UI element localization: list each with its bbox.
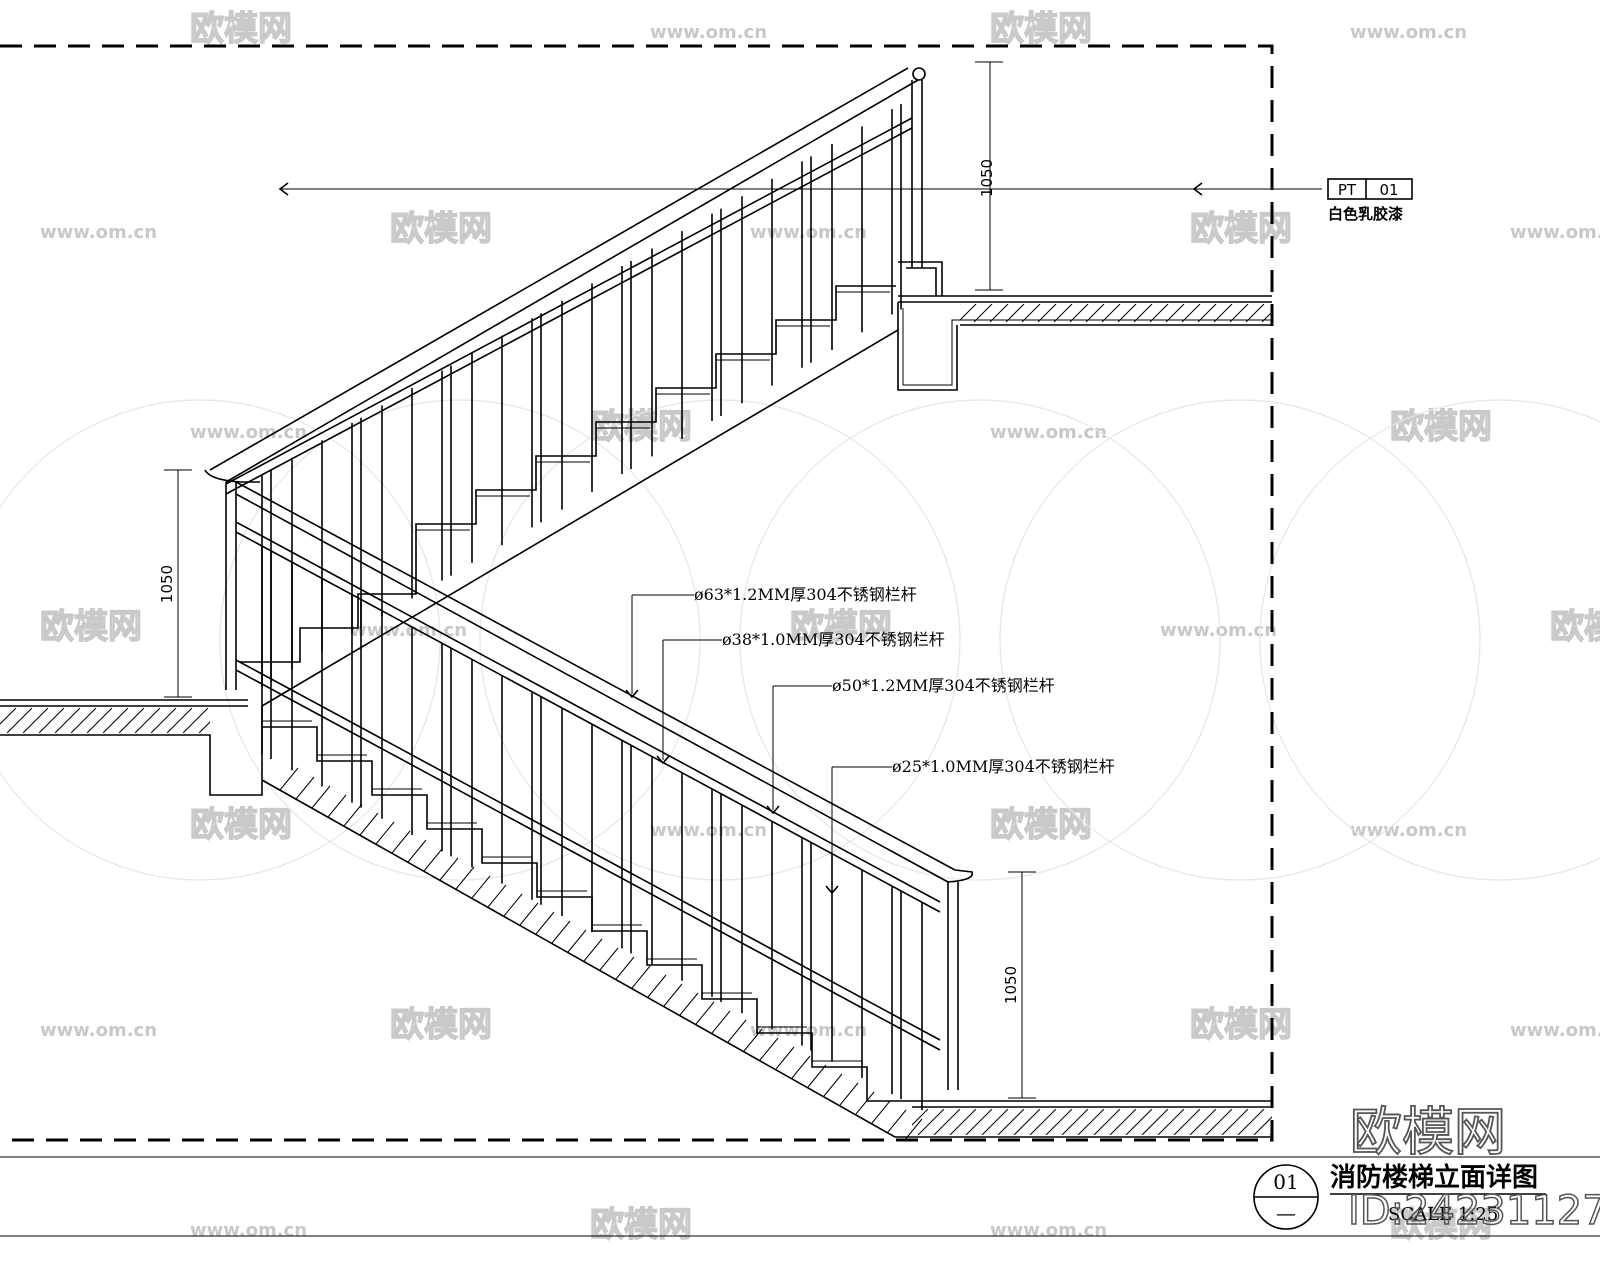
title-block: 01 — 消防楼梯立面详图 SCALE 1:25: [0, 1156, 1600, 1237]
dimension-upper: 1050: [975, 61, 1003, 291]
watermark-url: www.om.cn: [750, 222, 867, 243]
callout-rail-25-text: ø25*1.0MM厚304不锈钢栏杆: [892, 757, 1115, 776]
mid-slab-hatch: [0, 708, 210, 733]
lower-stair-flight: [261, 720, 912, 1138]
watermark-url: www.om.cn: [1160, 620, 1277, 641]
dimension-lower: 1050: [1002, 871, 1036, 1099]
callout-rail-38-text: ø38*1.0MM厚304不锈钢栏杆: [722, 630, 945, 649]
watermark-url: www.om.cn: [650, 22, 767, 43]
lower-baluster-set: [261, 546, 923, 1111]
watermark-url: www.om.cn: [40, 1020, 157, 1041]
callout-rail-63-text: ø63*1.2MM厚304不锈钢栏杆: [694, 585, 917, 604]
finish-tag: PT 01 白色乳胶漆: [1327, 178, 1413, 223]
watermark-url: www.om.cn: [990, 1220, 1107, 1241]
watermark-url: www.om.cn: [190, 1220, 307, 1241]
watermark-logo: 欧模网: [1390, 407, 1492, 447]
watermark-arc: [0, 399, 441, 881]
upper-stair-flight: [240, 285, 899, 707]
watermark-url: www.om.cn: [1510, 1020, 1600, 1041]
watermark-layer: 欧模网欧模网欧模网欧模网欧模网欧模网欧模网欧模网欧模网欧模网欧模网欧模网欧模网欧…: [0, 8, 1600, 1246]
brand-watermark-text: 欧模网: [1350, 1103, 1506, 1163]
callout-rail-63: ø63*1.2MM厚304不锈钢栏杆: [625, 585, 917, 699]
watermark-logo: 欧模网: [40, 607, 142, 647]
watermark-url: www.om.cn: [40, 222, 157, 243]
callout-rail-50-text: ø50*1.2MM厚304不锈钢栏杆: [832, 676, 1055, 695]
lower-flight-hatch-lines: [279, 767, 923, 1142]
upper-handrail: [209, 67, 926, 495]
upper-slab-hatch: [960, 304, 1272, 322]
upper-flight-nosings: [416, 291, 890, 531]
lower-handrail: [235, 481, 974, 1090]
watermark-logo: 欧模网: [1190, 1005, 1292, 1045]
lower-flight-soffit: [261, 779, 896, 1138]
upper-slab-lines: [960, 304, 1272, 322]
drawing-title: 消防楼梯立面详图: [1330, 1162, 1538, 1193]
watermark-logo: 欧模网: [990, 805, 1092, 845]
watermark-arc: [479, 399, 961, 881]
finish-description: 白色乳胶漆: [1328, 205, 1403, 223]
drawing-scale: SCALE 1:25: [1388, 1204, 1498, 1225]
watermark-logo: 欧模网: [1190, 209, 1292, 249]
watermark-arc: [999, 399, 1481, 881]
watermark-arc: [739, 399, 1221, 881]
watermark-logo: 欧模网: [390, 209, 492, 249]
bottom-floor-slab: [895, 1100, 1272, 1138]
callout-rail-38: ø38*1.0MM厚304不锈钢栏杆: [656, 630, 945, 765]
dimension-mid: 1050: [158, 469, 192, 698]
watermark-logo: 欧模网: [190, 9, 292, 49]
mid-landing-newel: [204, 469, 260, 690]
dimension-lower-value: 1050: [1002, 966, 1020, 1004]
mid-landing-slab: [0, 699, 263, 796]
finish-code: PT: [1338, 181, 1357, 199]
watermark-logo: 欧模网: [1550, 607, 1600, 647]
lower-flight-steps: [262, 726, 912, 1102]
watermark-logo: 欧模网: [190, 805, 292, 845]
watermark-url: www.om.cn: [1350, 22, 1467, 43]
upper-flight-soffit: [261, 329, 899, 707]
watermark-logo: 欧模网: [990, 9, 1092, 49]
lower-flight-nosings: [262, 720, 862, 1062]
section-line: [278, 182, 1322, 196]
bottom-slab-hatch: [912, 1109, 1272, 1135]
watermark-logo: 欧模网: [390, 1005, 492, 1045]
watermark-logo: 欧模网: [590, 1205, 692, 1245]
watermark-url: www.om.cn: [1510, 222, 1600, 243]
callout-rail-50: ø50*1.2MM厚304不锈钢栏杆: [766, 676, 1055, 815]
upper-flight-start-steps: [240, 558, 417, 663]
lower-flight-hatch: [279, 767, 923, 1142]
upper-landing-newel: [898, 261, 943, 296]
watermark-arc: [1259, 399, 1600, 881]
dimension-mid-value: 1050: [158, 565, 176, 603]
drawing-frame: [0, 44, 1274, 1142]
detail-number: 01: [1273, 1170, 1298, 1194]
watermark-url: www.om.cn: [1350, 820, 1467, 841]
watermark-logo: 欧模网: [790, 607, 892, 647]
watermark-logo: 欧模网: [1390, 1205, 1492, 1245]
dimension-upper-value: 1050: [978, 159, 996, 197]
upper-flight-steps: [415, 285, 896, 558]
detail-ref: —: [1276, 1201, 1296, 1225]
watermark-url: www.om.cn: [990, 422, 1107, 443]
bottom-slab-lines: [912, 1109, 1272, 1135]
upper-landing-slab: [897, 295, 1272, 391]
callout-rail-25: ø25*1.0MM厚304不锈钢栏杆: [825, 757, 1115, 895]
watermark-url: www.om.cn: [190, 422, 307, 443]
watermark-id: ID:24231127: [1348, 1188, 1600, 1234]
brand-watermark: 欧模网 ID:24231127: [1347, 1102, 1600, 1235]
mid-slab-lines: [0, 708, 210, 733]
watermark-url: www.om.cn: [650, 820, 767, 841]
watermark-url: www.om.cn: [750, 1020, 867, 1041]
finish-number: 01: [1379, 181, 1398, 199]
